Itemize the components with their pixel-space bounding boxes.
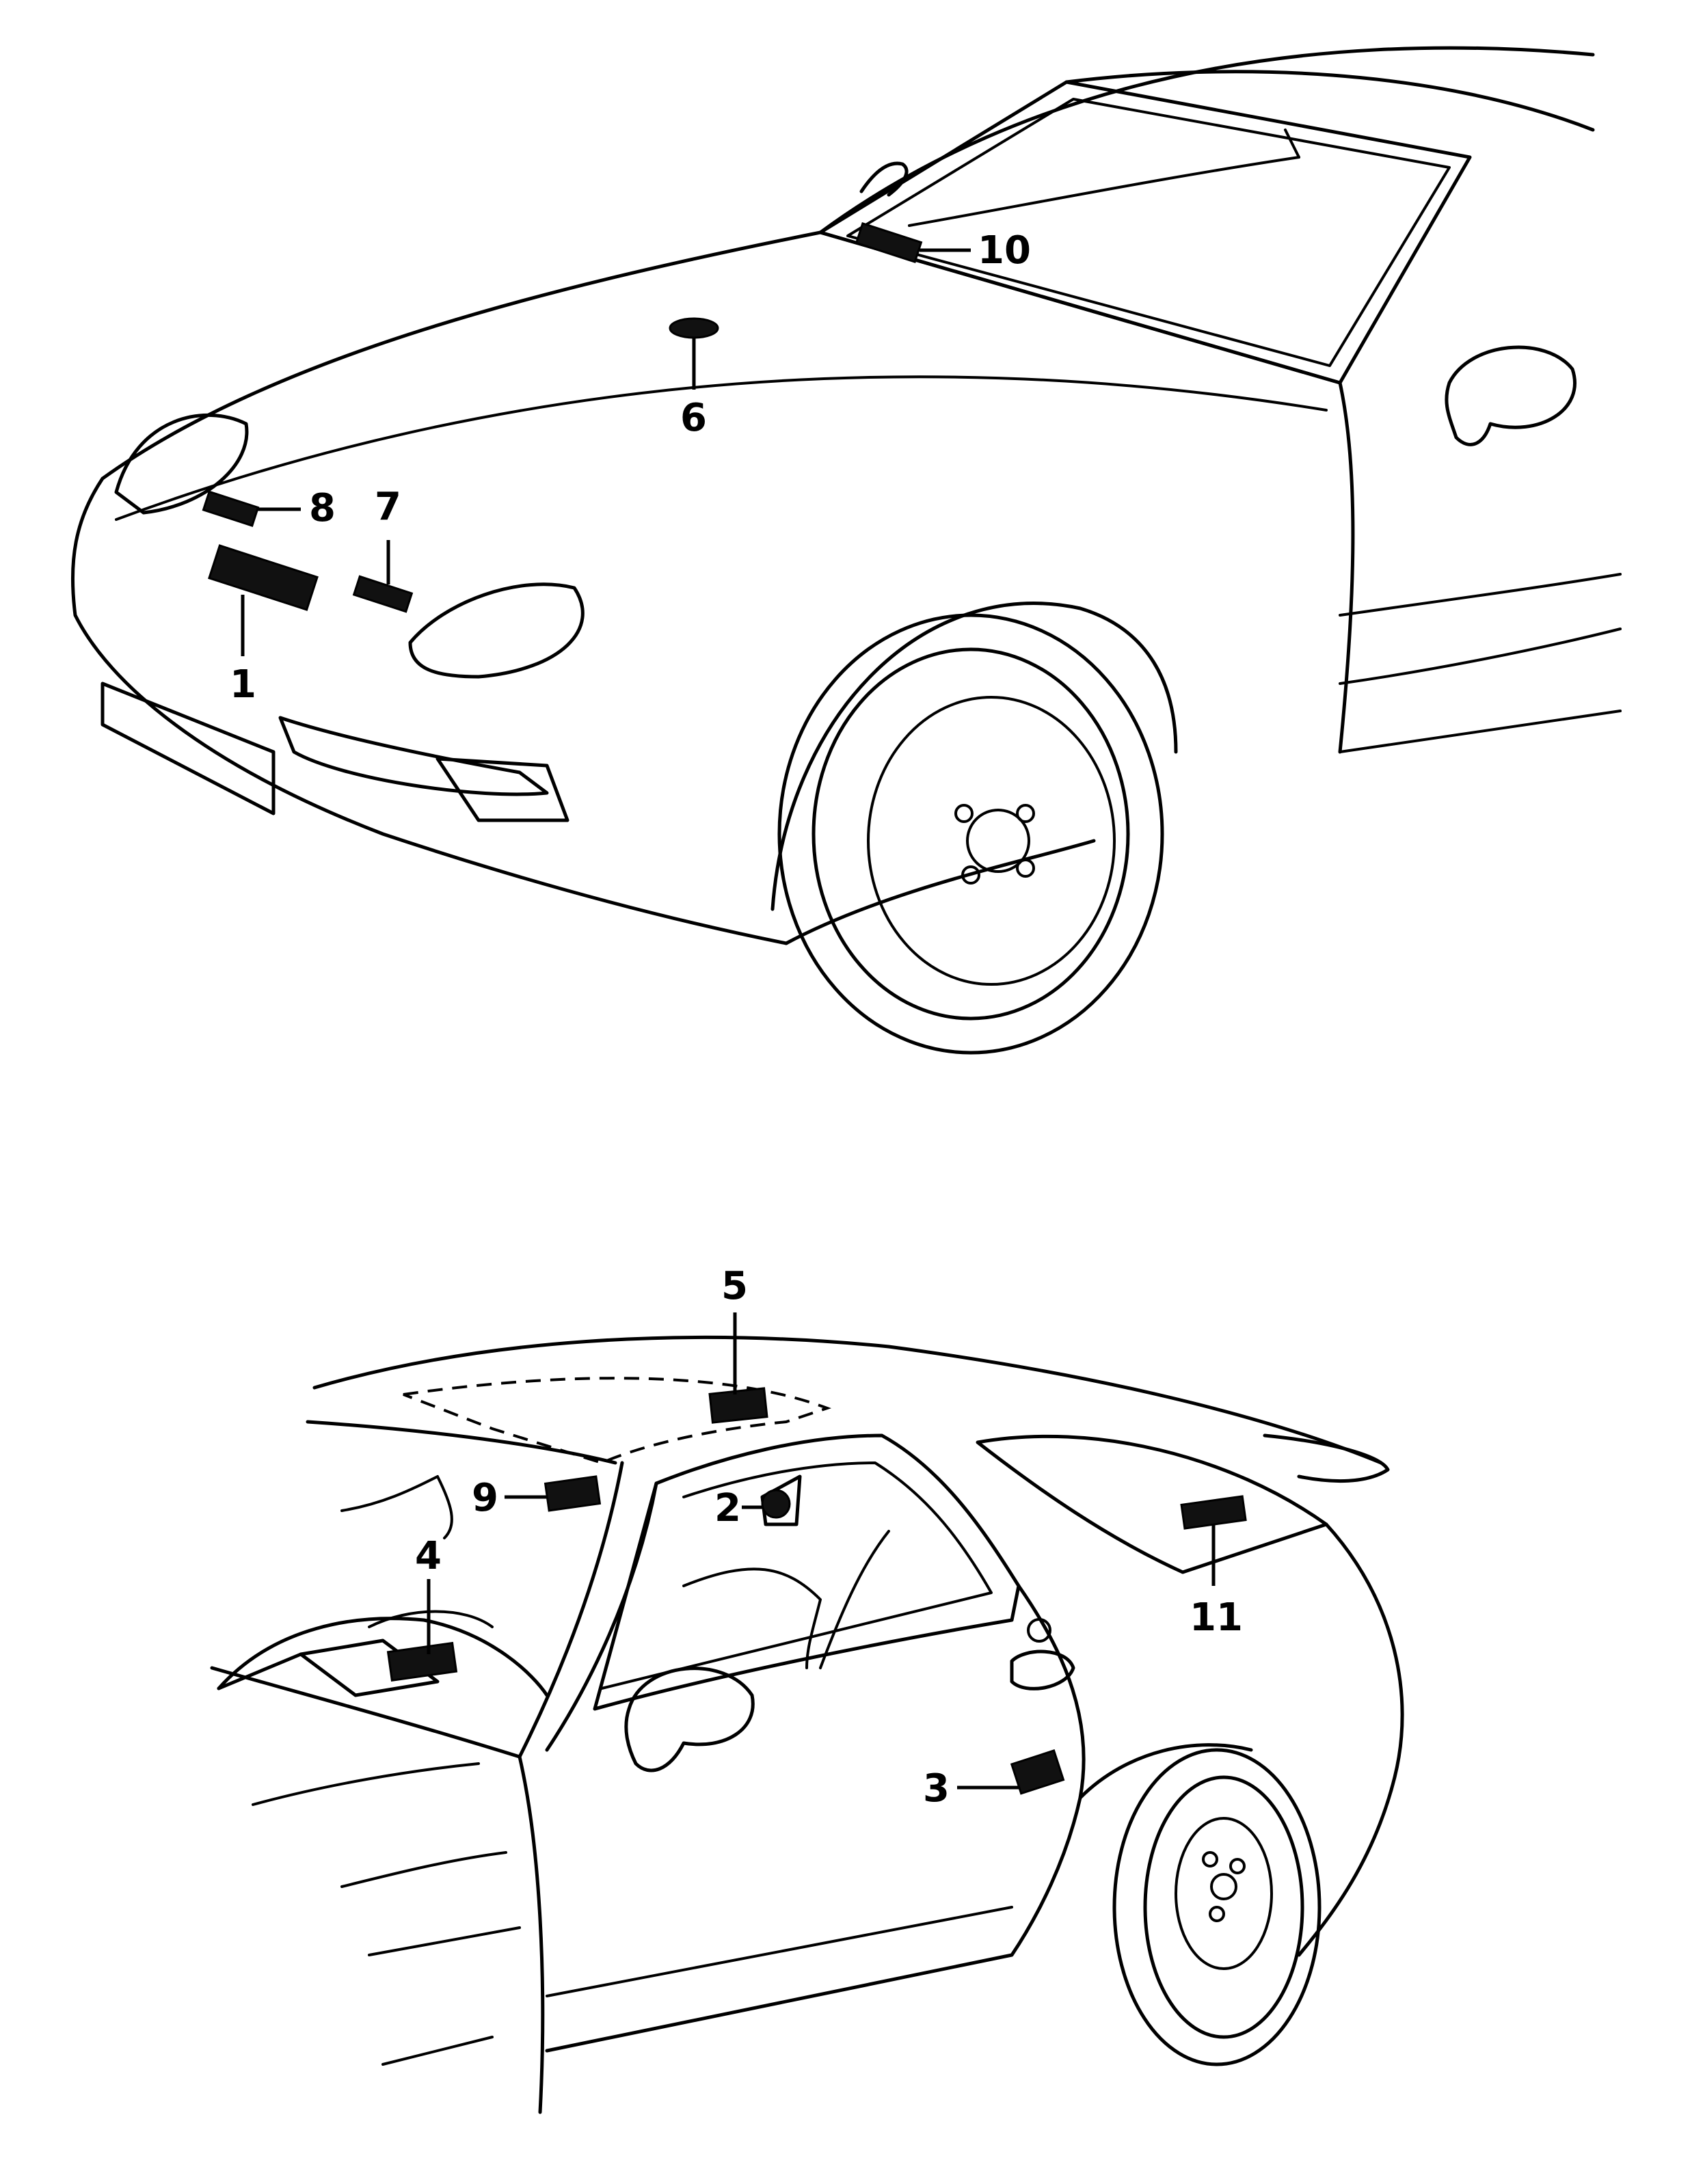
callout-6: 6 [680,396,707,440]
label-2-mark [760,1474,802,1526]
callout-3: 3 [923,1766,950,1811]
label-3-mark [1010,1749,1065,1795]
label-1-mark [208,544,319,611]
car-front-view [70,46,1622,1055]
callout-2: 2 [714,1486,741,1531]
label-10-mark [855,221,923,264]
car-rear-view [210,1336,1404,2114]
callout-10: 10 [978,228,1031,273]
label-11-mark [1180,1495,1247,1530]
label-6-mark [669,317,719,339]
callout-7: 7 [375,485,401,529]
label-9-mark [544,1475,602,1512]
label-4-mark [386,1641,458,1682]
label-5-mark [708,1387,768,1424]
callout-11: 11 [1190,1595,1243,1640]
callout-1: 1 [230,662,256,707]
label-8-mark [202,490,260,527]
callout-5: 5 [721,1264,748,1308]
callout-4: 4 [415,1534,442,1578]
callout-9: 9 [472,1476,498,1520]
callout-8: 8 [309,486,336,530]
label-7-mark [352,575,414,613]
